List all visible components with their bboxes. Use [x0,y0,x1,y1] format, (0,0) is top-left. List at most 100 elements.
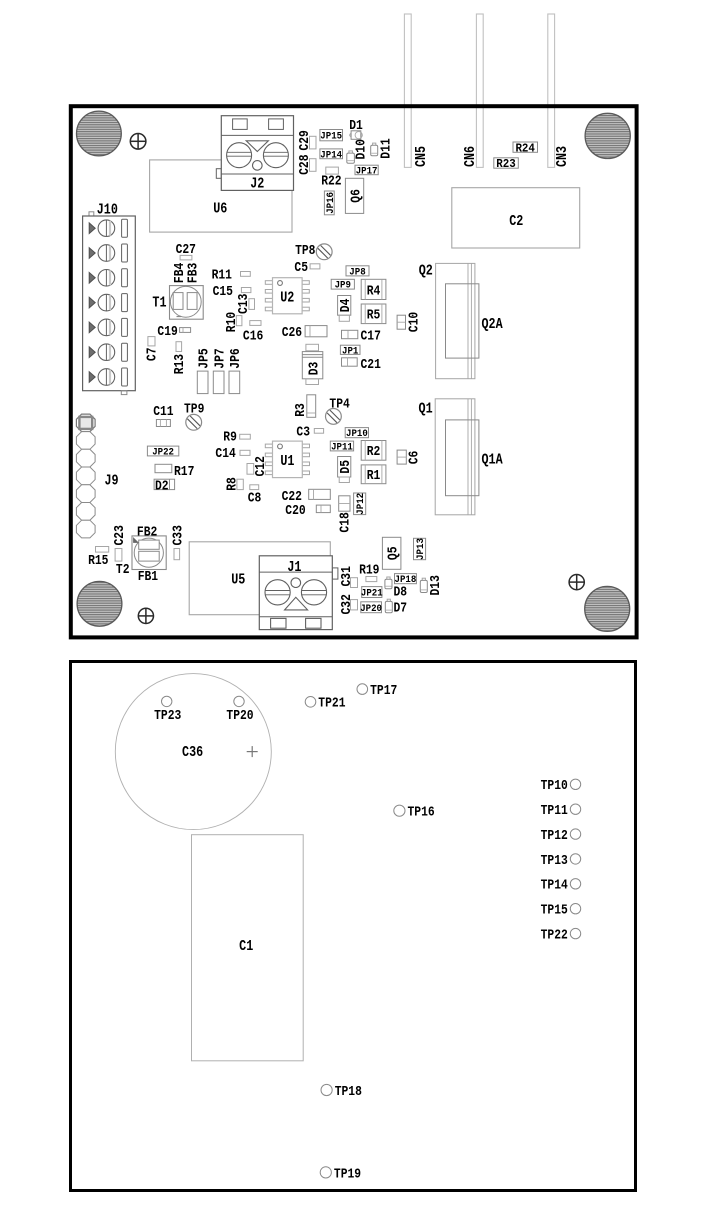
svg-text:C6: C6 [406,451,422,465]
svg-text:JP12: JP12 [356,493,367,515]
svg-text:R22: R22 [321,174,341,190]
svg-text:JP14: JP14 [320,150,342,161]
svg-text:C7: C7 [145,348,161,362]
svg-text:C22: C22 [282,489,302,505]
svg-text:Q2A: Q2A [482,317,503,333]
svg-text:TP9: TP9 [184,401,204,417]
svg-text:TP20: TP20 [226,708,253,724]
svg-text:C10: C10 [406,312,422,332]
svg-text:R1: R1 [367,468,381,484]
svg-text:D3: D3 [306,362,322,376]
svg-text:C17: C17 [361,329,381,345]
svg-text:C32: C32 [339,594,355,614]
svg-text:TP18: TP18 [335,1084,362,1100]
svg-text:JP22: JP22 [152,448,174,459]
svg-text:R4: R4 [367,283,381,299]
svg-text:U2: U2 [280,290,294,306]
svg-text:D2: D2 [155,479,169,495]
svg-text:C16: C16 [243,329,263,345]
svg-text:Q6: Q6 [348,189,364,203]
svg-text:D5: D5 [338,460,354,474]
svg-text:C13: C13 [236,294,252,314]
svg-text:C26: C26 [282,325,302,341]
svg-text:R24: R24 [515,141,535,155]
svg-text:C11: C11 [153,404,173,420]
svg-text:C31: C31 [339,566,355,586]
svg-text:R11: R11 [212,267,232,283]
svg-text:R17: R17 [174,464,194,480]
svg-text:J9: J9 [105,473,119,489]
svg-text:TP11: TP11 [541,803,568,819]
svg-text:C28: C28 [297,155,313,175]
svg-text:C20: C20 [285,503,305,519]
svg-text:JP8: JP8 [349,267,365,278]
svg-text:FB1: FB1 [138,569,158,585]
svg-text:C5: C5 [294,260,308,276]
svg-text:J10: J10 [97,203,118,219]
svg-text:U1: U1 [280,454,294,470]
svg-text:TP12: TP12 [541,828,568,844]
svg-text:C21: C21 [361,357,381,373]
svg-text:C19: C19 [157,324,177,340]
svg-text:J1: J1 [287,560,301,576]
svg-text:JP1: JP1 [342,346,358,357]
svg-text:JP13: JP13 [416,538,427,560]
svg-text:TP21: TP21 [318,696,345,712]
svg-text:R10: R10 [224,312,240,332]
svg-text:Q1: Q1 [419,401,433,417]
svg-text:U6: U6 [213,201,227,217]
svg-text:TP23: TP23 [154,708,181,724]
svg-text:C2: C2 [509,214,523,230]
svg-text:D13: D13 [428,575,444,595]
svg-text:D4: D4 [338,299,354,313]
svg-text:D7: D7 [394,601,408,617]
svg-text:FB4: FB4 [172,263,188,283]
svg-text:Q5: Q5 [386,547,402,561]
svg-text:JP16: JP16 [326,192,337,214]
svg-text:D10: D10 [354,139,370,159]
svg-text:R13: R13 [172,354,188,374]
svg-text:D1: D1 [349,118,363,134]
svg-text:Q1A: Q1A [482,453,503,469]
svg-text:JP10: JP10 [346,429,368,440]
svg-text:R3: R3 [293,403,309,417]
svg-text:U5: U5 [231,572,245,588]
svg-text:T2: T2 [116,562,130,578]
svg-text:R23: R23 [496,157,516,171]
svg-text:TP13: TP13 [541,853,568,869]
svg-text:C23: C23 [112,525,128,545]
svg-text:Q2: Q2 [419,263,433,279]
svg-text:JP6: JP6 [228,348,244,368]
svg-text:JP17: JP17 [356,166,378,177]
svg-text:C29: C29 [297,130,313,150]
svg-text:CN6: CN6 [463,146,479,167]
svg-text:TP16: TP16 [408,805,435,821]
svg-text:TP8: TP8 [295,243,315,259]
svg-text:JP5: JP5 [197,348,213,368]
svg-text:C12: C12 [253,456,269,476]
svg-text:JP15: JP15 [320,132,342,143]
svg-text:C27: C27 [176,242,196,258]
svg-text:CN3: CN3 [555,146,571,167]
svg-text:R19: R19 [359,563,379,579]
svg-text:TP15: TP15 [541,903,568,919]
svg-text:C3: C3 [296,425,310,441]
svg-text:JP18: JP18 [395,575,417,586]
svg-text:C36: C36 [182,745,203,761]
svg-text:JP9: JP9 [335,281,351,292]
svg-text:R5: R5 [367,308,381,324]
svg-text:D8: D8 [394,584,408,600]
svg-text:CN5: CN5 [414,146,430,167]
svg-text:JP11: JP11 [331,443,353,454]
svg-text:C14: C14 [215,446,235,462]
svg-text:TP17: TP17 [370,683,397,699]
svg-text:C15: C15 [213,284,233,300]
svg-text:TP14: TP14 [541,878,568,894]
svg-text:JP7: JP7 [213,348,229,368]
svg-text:FB3: FB3 [185,263,201,283]
svg-text:T1: T1 [152,296,166,312]
svg-text:D11: D11 [378,138,394,158]
svg-text:JP20: JP20 [360,604,382,615]
svg-text:J2: J2 [250,177,264,193]
svg-text:C1: C1 [239,939,253,955]
